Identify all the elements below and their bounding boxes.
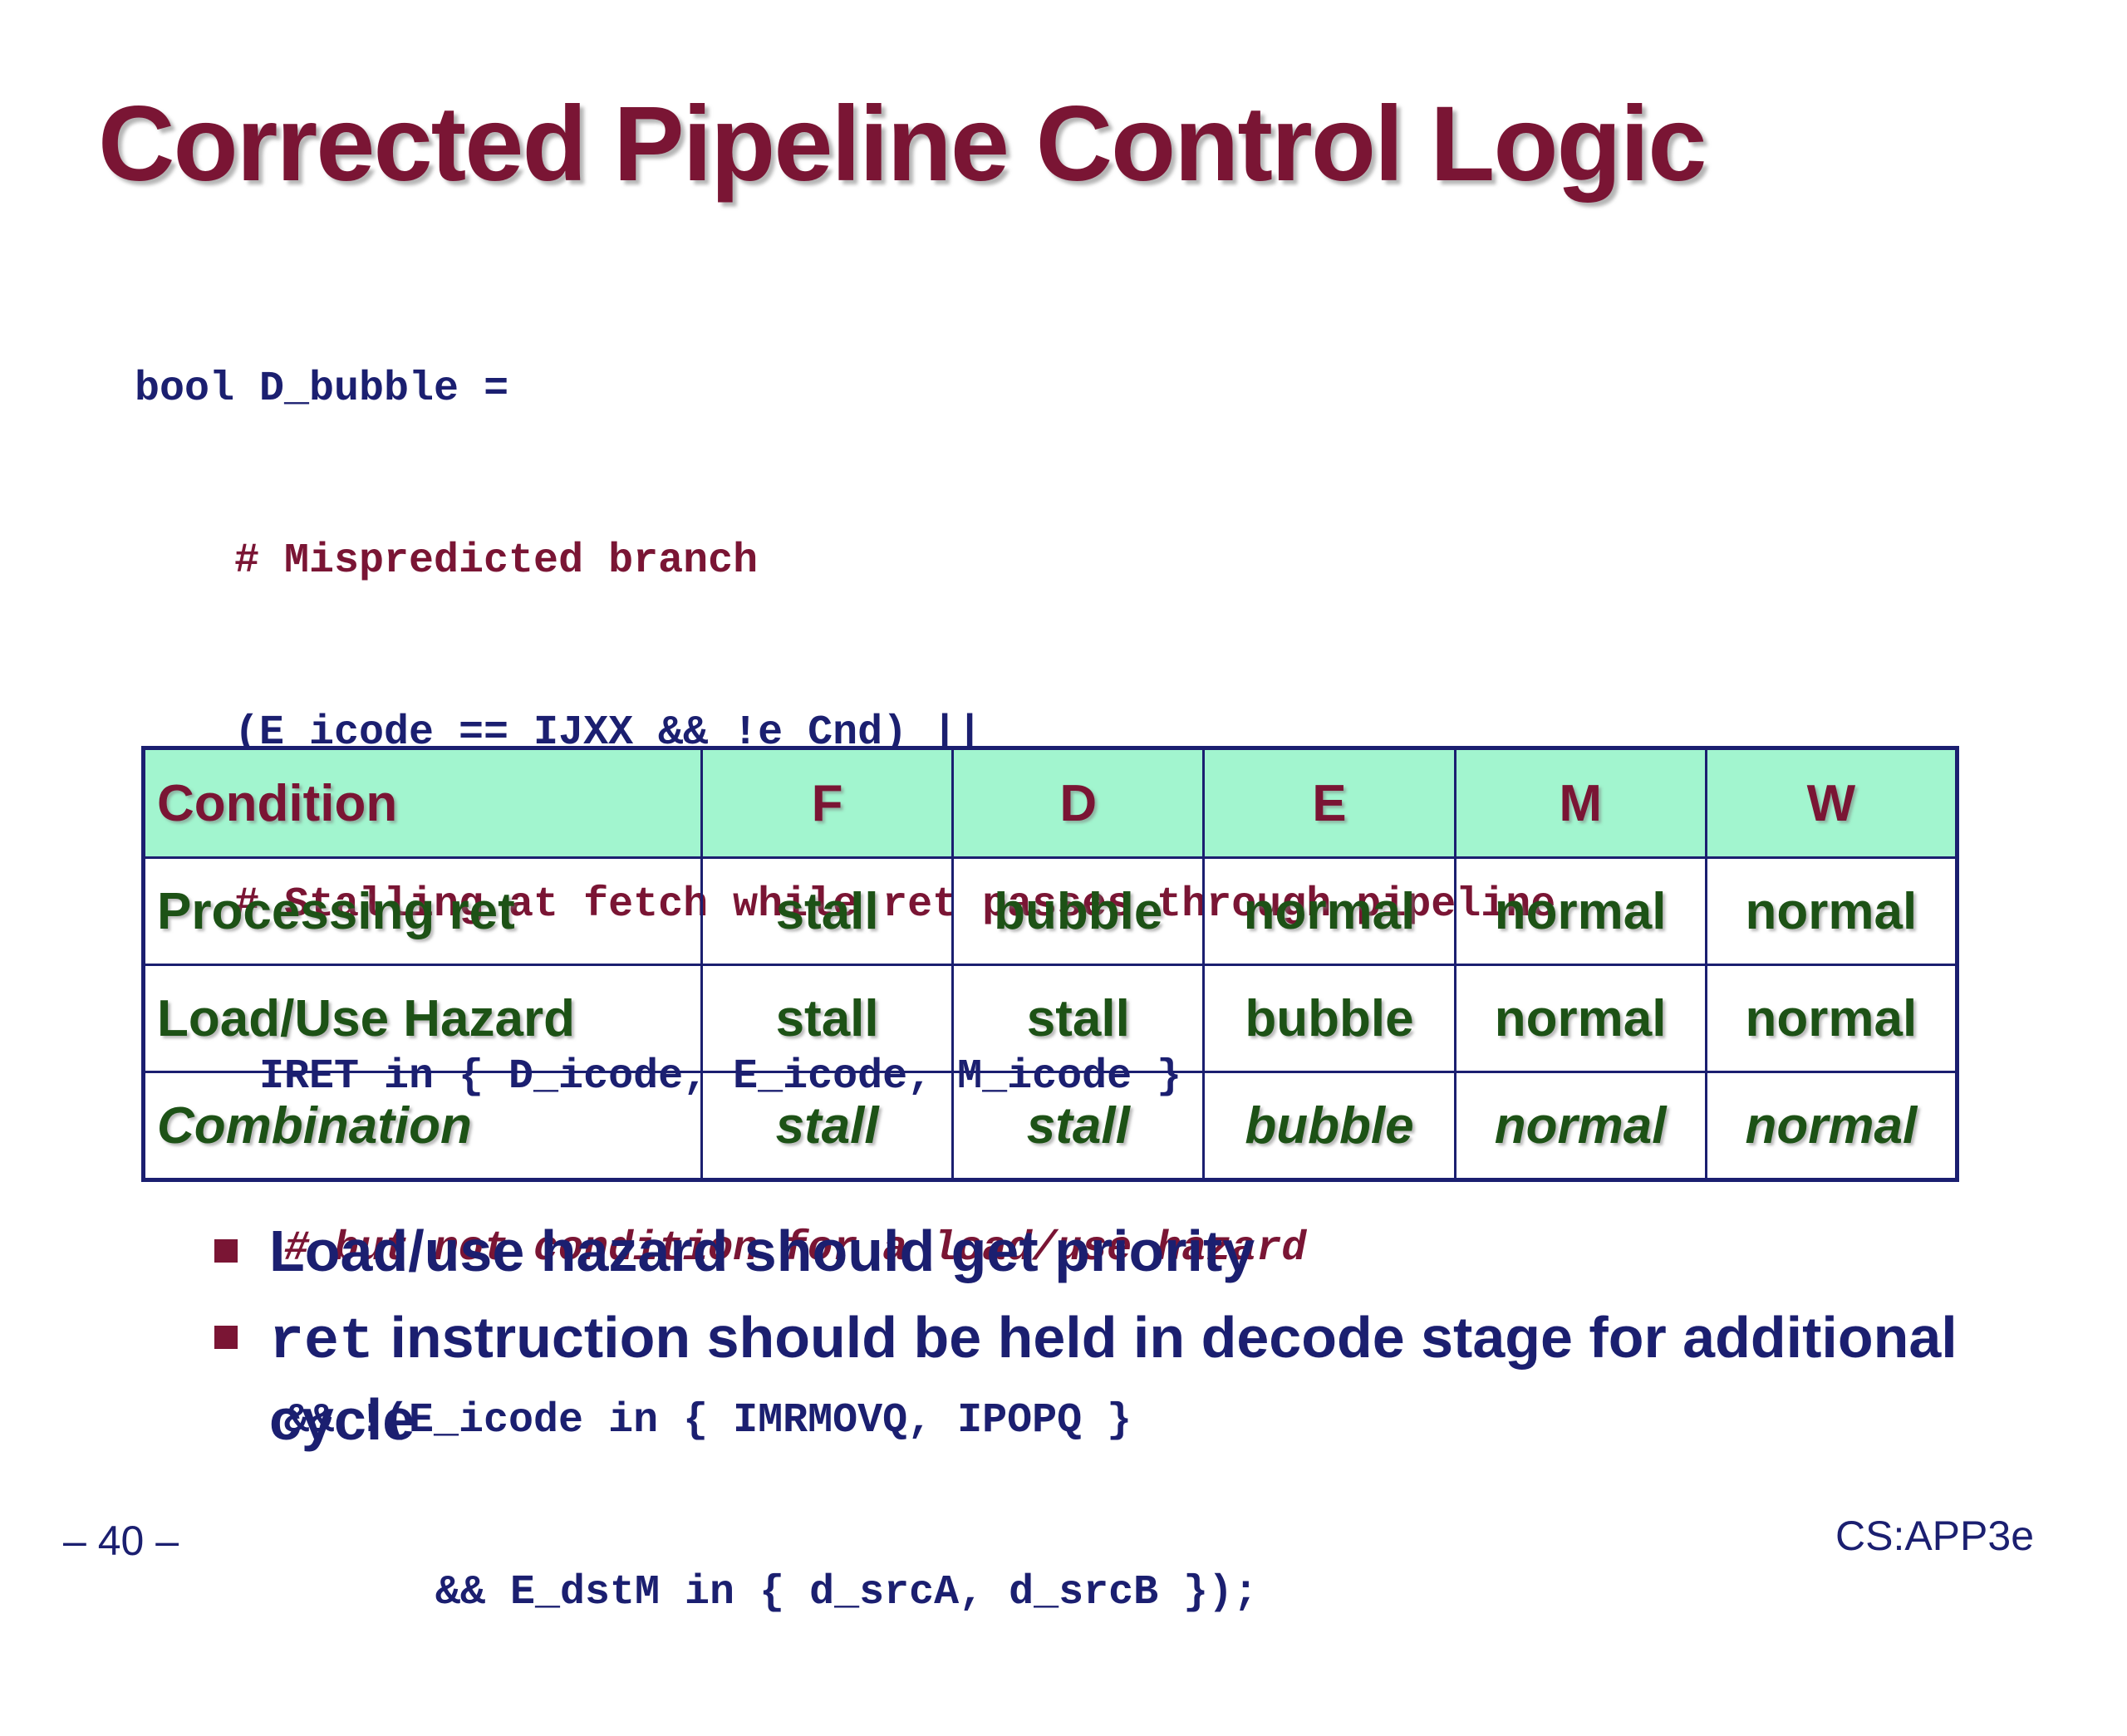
cell-m: normal — [1453, 856, 1707, 966]
bullet-text: Load/use hazard should get priority — [269, 1219, 1255, 1283]
table-row: Combination stall stall bubble normal no… — [142, 1071, 1959, 1181]
cell-w: normal — [1704, 856, 1959, 966]
code-line: # but not condition for a load/use hazar… — [284, 1225, 1307, 1273]
cell-e: bubble — [1202, 964, 1456, 1073]
table-row: Load/Use Hazard stall stall bubble norma… — [142, 964, 1959, 1073]
square-bullet-icon — [214, 1239, 238, 1263]
bullet-text: instruction should be held in decode sta… — [269, 1305, 1958, 1452]
bullet-list: Load/use hazard should get priority ret … — [214, 1213, 2042, 1468]
cell-e: normal — [1202, 856, 1456, 966]
cell-m: normal — [1453, 964, 1707, 1073]
slide: Corrected Pipeline Control Logic bool D_… — [63, 85, 2042, 1616]
header-f: F — [700, 747, 955, 859]
header-condition: Condition — [142, 747, 703, 859]
slide-title: Corrected Pipeline Control Logic — [98, 85, 1707, 204]
cell-d: stall — [951, 1071, 1206, 1181]
code-line: # Mispredicted branch — [234, 537, 759, 585]
cell-w: normal — [1704, 964, 1959, 1073]
cell-f: stall — [700, 964, 955, 1073]
cell-d: stall — [951, 964, 1206, 1073]
cell-f: stall — [700, 856, 955, 966]
cell-d: bubble — [951, 856, 1206, 966]
bullet-code: ret — [269, 1310, 375, 1376]
row-condition: Processing ret — [142, 856, 703, 966]
pipeline-control-table: Condition F D E M W Processing ret stall… — [141, 746, 1959, 1182]
table-header-row: Condition F D E M W — [142, 747, 1959, 859]
bullet-item: ret instruction should be held in decode… — [214, 1299, 2042, 1458]
page-number: – 40 – — [63, 1518, 179, 1564]
header-e: E — [1202, 747, 1456, 859]
code-line: bool D_bubble = — [135, 365, 509, 413]
header-m: M — [1453, 747, 1707, 859]
footer-brand: CS:APP3e — [1835, 1513, 2034, 1559]
code-line: && !(E_icode in { IMRMOVQ, IPOPQ } — [284, 1397, 1132, 1444]
header-w: W — [1704, 747, 1959, 859]
header-d: D — [951, 747, 1206, 859]
row-condition: Load/Use Hazard — [142, 964, 703, 1073]
cell-e: bubble — [1202, 1071, 1456, 1181]
cell-m: normal — [1453, 1071, 1707, 1181]
row-condition: Combination — [142, 1071, 703, 1181]
cell-f: stall — [700, 1071, 955, 1181]
table-row: Processing ret stall bubble normal norma… — [142, 856, 1959, 966]
bullet-item: Load/use hazard should get priority — [214, 1213, 2042, 1289]
square-bullet-icon — [214, 1326, 238, 1349]
cell-w: normal — [1704, 1071, 1959, 1181]
